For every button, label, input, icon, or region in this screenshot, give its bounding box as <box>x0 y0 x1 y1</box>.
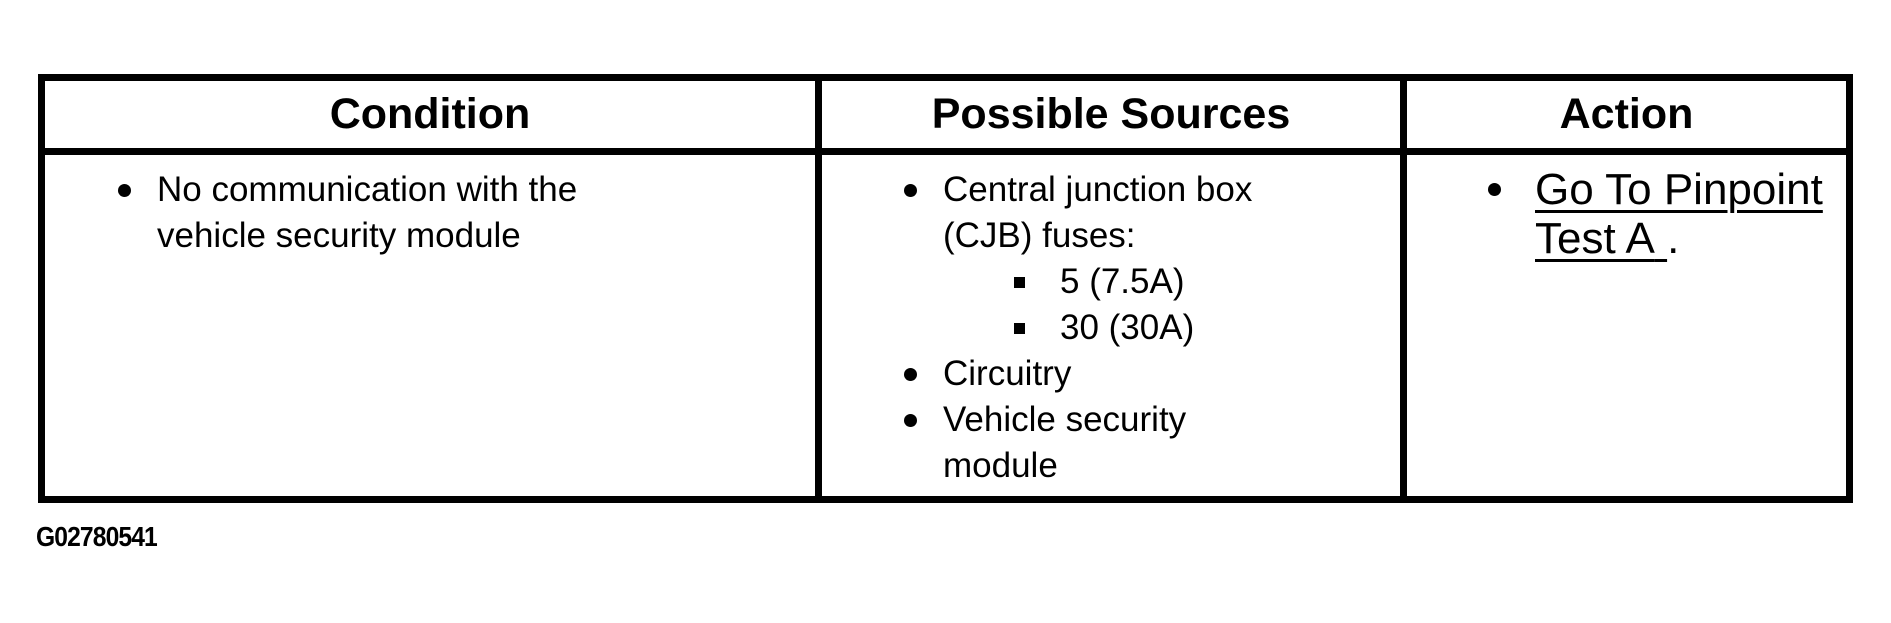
diagnostic-table: Condition Possible Sources Action No com… <box>38 74 1853 503</box>
figure-label: G02780541 <box>36 521 158 552</box>
bullet-icon <box>118 184 131 197</box>
bullet-icon <box>1488 183 1501 196</box>
list-item: No communication with the vehicle securi… <box>45 167 815 259</box>
list-item: Circuitry <box>822 351 1400 397</box>
condition-cell: No communication with the vehicle securi… <box>45 155 815 496</box>
column-header-possible-sources: Possible Sources <box>815 81 1400 155</box>
pinpoint-test-a-link[interactable]: Go To Pinpoint Test A. <box>1535 165 1823 263</box>
sub-list-item: 5 (7.5A) <box>822 259 1400 305</box>
fuse-30-text: 30 (30A) <box>1060 308 1195 347</box>
source-circuitry-text: Circuitry <box>943 354 1072 393</box>
possible-sources-cell: Central junction box (CJB) fuses: 5 (7.5… <box>815 155 1400 496</box>
action-period: . <box>1667 214 1680 263</box>
square-bullet-icon <box>1014 277 1025 288</box>
source-text-line: Central junction box <box>943 170 1253 209</box>
source-vehicle-security-module-text: Vehicle security module <box>943 397 1186 489</box>
column-header-action: Action <box>1400 81 1846 155</box>
column-header-condition: Condition <box>45 81 815 155</box>
source-cjb-fuses-text: Central junction box (CJB) fuses: <box>943 167 1252 259</box>
condition-text-line: vehicle security module <box>157 216 521 255</box>
column-header-condition-label: Condition <box>329 90 531 138</box>
source-text-line: (CJB) fuses: <box>943 216 1136 255</box>
list-item: Central junction box (CJB) fuses: <box>822 167 1400 259</box>
column-header-action-label: Action <box>1559 90 1694 138</box>
source-text-line: Vehicle security <box>943 400 1187 439</box>
condition-text-line: No communication with the <box>157 170 578 209</box>
pinpoint-test-a-link-line[interactable]: Go To Pinpoint <box>1535 165 1823 214</box>
list-item: Vehicle security module <box>822 397 1400 489</box>
action-cell: Go To Pinpoint Test A. <box>1400 155 1846 496</box>
square-bullet-icon <box>1014 323 1025 334</box>
source-text-line: module <box>943 446 1058 485</box>
bullet-icon <box>904 368 917 381</box>
condition-text: No communication with the vehicle securi… <box>157 167 577 259</box>
column-header-possible-sources-label: Possible Sources <box>931 90 1291 138</box>
bullet-icon <box>904 414 917 427</box>
bullet-icon <box>904 184 917 197</box>
list-item: Go To Pinpoint Test A. <box>1407 165 1846 263</box>
sub-list-item: 30 (30A) <box>822 305 1400 351</box>
pinpoint-test-a-link-line[interactable]: Test A <box>1535 214 1655 263</box>
fuse-5-text: 5 (7.5A) <box>1060 262 1185 301</box>
